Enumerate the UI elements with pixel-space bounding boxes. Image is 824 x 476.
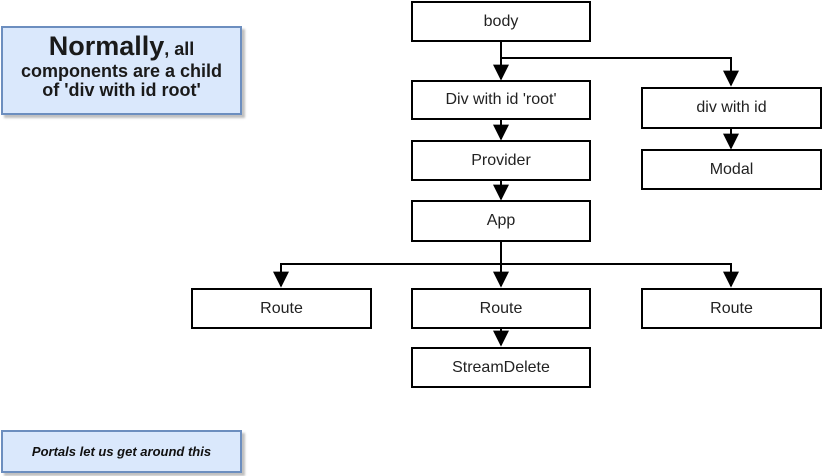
- note-normally-rest2: components are a child: [20, 60, 223, 81]
- node-modal-div: div with id: [641, 87, 822, 129]
- node-modal: Modal: [641, 149, 822, 190]
- note-normally-rest1: , all: [164, 39, 195, 59]
- note-normally: Normally, all components are a child of …: [1, 26, 242, 115]
- node-body: body: [411, 1, 591, 42]
- node-route-right: Route: [641, 288, 822, 329]
- edge-app-to-route-left: [273, 263, 501, 288]
- edge-body-to-modal-div: [501, 57, 739, 87]
- edge-app-to-route-right: [501, 263, 739, 288]
- node-root-div: Div with id 'root': [411, 80, 591, 120]
- node-app: App: [411, 200, 591, 242]
- note-normally-lead: Normally: [48, 31, 165, 61]
- node-route-left: Route: [191, 288, 372, 329]
- node-stream-delete: StreamDelete: [411, 347, 591, 388]
- note-normally-rest3: of 'div with id root': [42, 80, 201, 101]
- node-route-middle: Route: [411, 288, 591, 329]
- note-portals: Portals let us get around this: [1, 430, 242, 473]
- node-provider: Provider: [411, 140, 591, 181]
